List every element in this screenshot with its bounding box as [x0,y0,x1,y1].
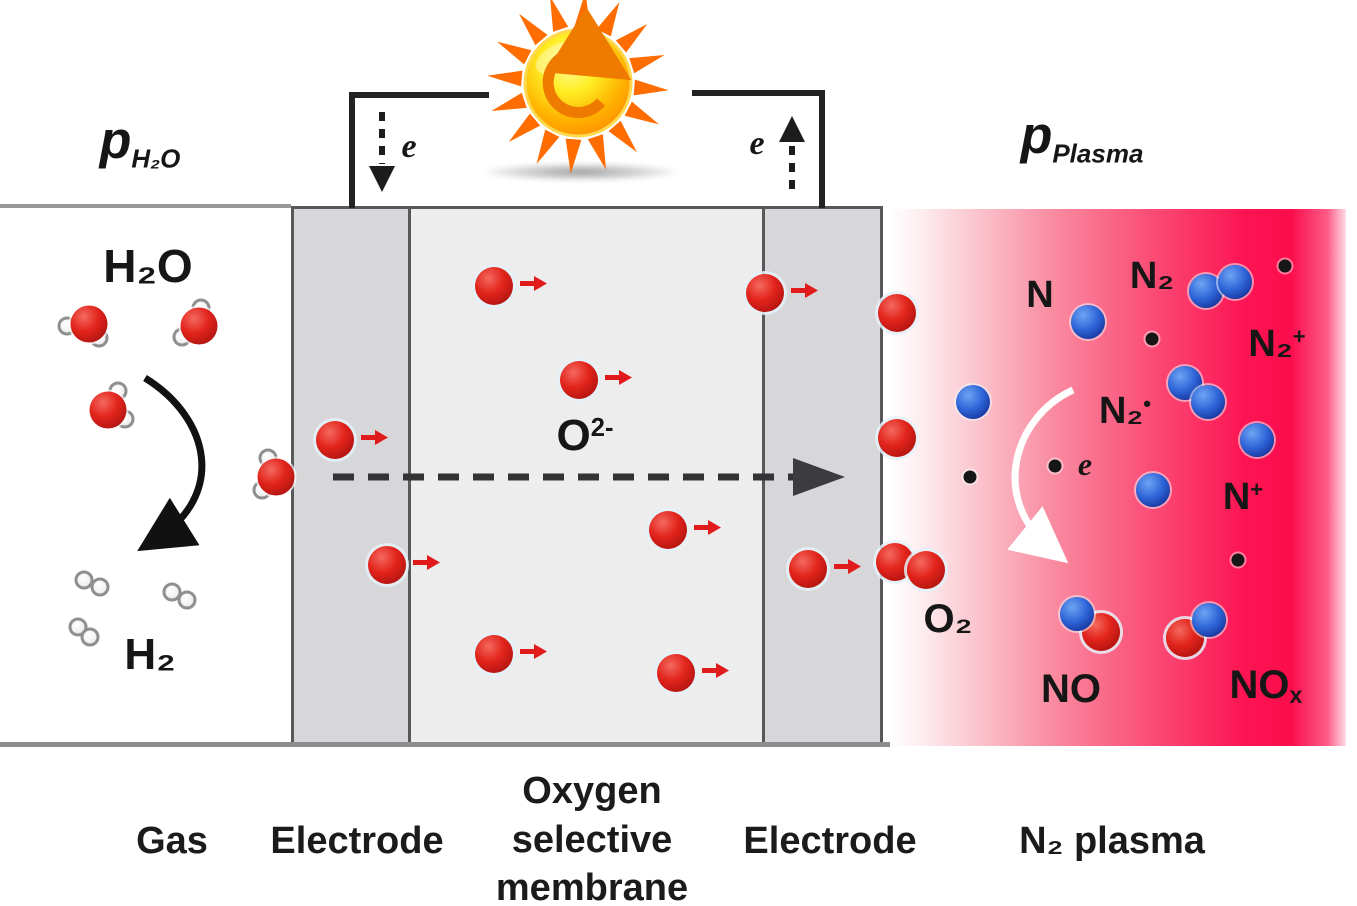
electron-up-arrow-icon [779,116,805,196]
oxygen-atom [878,419,916,457]
left-wire-horizontal [349,92,489,98]
ion-direction-arrow-icon [518,275,548,298]
electron-plasma-label: e [1077,446,1093,482]
oxygen-ion [657,654,695,692]
no-molecule-atom [1060,597,1094,631]
n-label: N [1026,274,1054,316]
nitrogen-atom [956,385,990,419]
oxygen-ion [475,635,513,673]
nox-label: NOx [1229,662,1303,708]
electron-right-label: e [749,125,765,162]
sun-shadow [486,163,676,181]
nitrogen-atom [1218,265,1252,299]
oxygen-ion [475,267,513,305]
left-wire-vertical [349,92,355,208]
nitrogen-atom [1189,274,1223,308]
nox-molecule-atom [1192,603,1226,637]
h2o-label: H₂O [103,240,193,292]
h2-molecule [90,577,110,597]
electron-dot [1145,332,1159,346]
n2-excited-label: N₂• [1098,390,1152,432]
h2-label: H₂ [124,630,176,679]
bottom-border [0,742,890,747]
nitrogen-atom [1240,423,1274,457]
nitrogen-atom [1071,305,1105,339]
right-wire-vertical [819,90,825,208]
ion-direction-arrow-icon [700,662,730,685]
ion-direction-arrow-icon [832,558,862,581]
sun-cycle-arrow-icon [542,6,632,118]
oxygen-ion [789,550,827,588]
ion-direction-arrow-icon [411,554,441,577]
water-molecule [70,305,108,343]
pressure-h2o-label: pH₂O [99,111,181,174]
h2-molecule [80,627,100,647]
nitrogen-atom [1191,385,1225,419]
n2-label: N₂ [1129,255,1175,297]
oxygen-ion-flux-arrow [333,458,845,496]
oxygen-atom [878,294,916,332]
oxygen-atom [907,551,945,589]
electron-left-label: e [401,128,417,165]
electron-dot [963,470,977,484]
ion-direction-arrow-icon [603,369,633,392]
h2-molecule [177,590,197,610]
electron-down-arrow-icon [369,112,395,192]
plasma-reaction-arrow [1007,386,1075,564]
o2-label: O₂ [923,597,973,641]
ion-direction-arrow-icon [789,282,819,305]
nitrogen-atom [1136,473,1170,507]
water-molecule [257,458,295,496]
right-wire-horizontal [692,90,825,96]
n-plus-label: N+ [1222,476,1264,518]
electron-dot [1278,259,1292,273]
oxygen-ion [368,546,406,584]
ion-direction-arrow-icon [692,519,722,542]
pressure-plasma-label: pPlasma [1020,106,1144,169]
electron-dot [1231,553,1245,567]
electron-dot [1048,459,1062,473]
caption-electrode-right: Electrode [743,820,917,862]
ion-direction-arrow-icon [518,643,548,666]
caption-membrane: Oxygen selective membrane [495,770,689,906]
water-molecule [89,391,127,429]
caption-plasma: N₂ plasma [1019,820,1205,862]
oxygen-ion-label: O2- [556,411,614,460]
caption-electrode-left: Electrode [270,820,444,862]
ion-direction-arrow-icon [359,429,389,452]
water-to-hydrogen-arrow [137,375,206,552]
n2-plus-label: N₂+ [1248,323,1306,365]
oxygen-ion [746,274,784,312]
oxygen-ion [649,511,687,549]
oxygen-ion [560,361,598,399]
no-label: NO [1041,667,1101,711]
water-molecule [180,307,218,345]
sun-icon [487,0,669,174]
gas-region-top-border [0,204,291,208]
oxygen-ion [316,421,354,459]
caption-gas: Gas [136,820,208,862]
